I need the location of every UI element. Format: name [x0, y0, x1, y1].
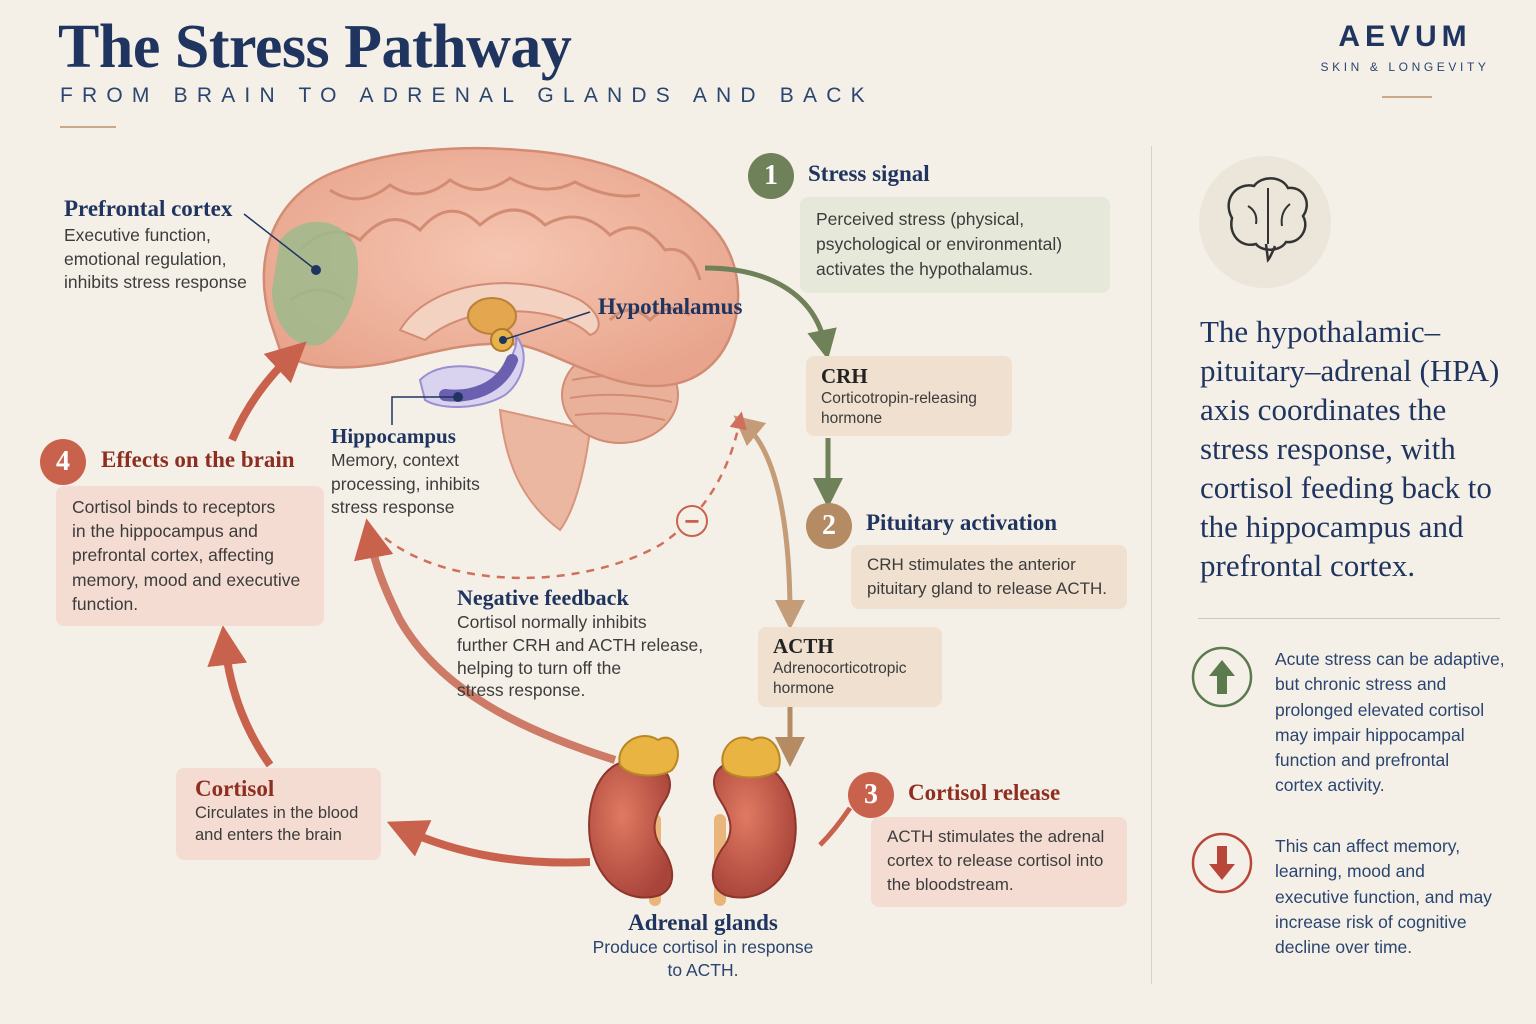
hippocampus-title: Hippocampus: [331, 424, 456, 448]
negative-feedback-symbol: [676, 505, 708, 537]
note-chronic-stress: Acute stress can be adaptive, but chroni…: [1275, 649, 1505, 796]
brain-icon: [1199, 156, 1331, 288]
adrenal-label: Adrenal glands Produce cortisol in respo…: [563, 910, 843, 982]
step-3-badge: 3: [848, 772, 894, 818]
brand-rule: [1382, 96, 1432, 98]
negative-feedback-description: Cortisol normally inhibits further CRH a…: [457, 612, 704, 701]
hippocampus-label: Hippocampus Memory, context processing, …: [331, 424, 480, 520]
crh-title: CRH: [821, 364, 868, 388]
brain-illustration: [262, 146, 740, 408]
hpa-summary: The hypothalamic–pituitary–adrenal (HPA)…: [1200, 314, 1500, 583]
leader-lines: [243, 213, 591, 425]
adrenal-glands-illustration: [588, 735, 797, 906]
step-2-description: CRH stimulates the anterior pituitary gl…: [851, 545, 1127, 609]
step-3-title: Cortisol release: [908, 780, 1061, 805]
step-2-badge: 2: [806, 503, 852, 549]
sidebar-rule: [1198, 618, 1500, 619]
acth-title: ACTH: [773, 634, 834, 658]
crh-box: CRH Corticotropin-releasing hormone: [806, 356, 1012, 436]
negative-feedback-label: Negative feedback Cortisol normally inhi…: [457, 585, 703, 702]
pathway-arrows: [207, 265, 853, 867]
step-4-badge: 4: [40, 439, 86, 485]
step-3-description: ACTH stimulates the adrenal cortex to re…: [871, 817, 1127, 907]
prefrontal-label: Prefrontal cortex Executive function, em…: [64, 196, 247, 295]
step-1-title: Stress signal: [808, 161, 930, 186]
acth-description: Adrenocorticotropic hormone: [773, 660, 907, 697]
step-4-title: Effects on the brain: [101, 447, 295, 472]
brand-name: AEVUM: [1338, 20, 1472, 53]
step-1-badge: 1: [748, 153, 794, 199]
note-cognitive-effects: This can affect memory, learning, mood a…: [1275, 836, 1492, 958]
brain-stem: [498, 408, 592, 532]
page-title: The Stress Pathway: [58, 13, 572, 81]
sidebar-divider: [1151, 146, 1152, 984]
title-rule: [60, 126, 116, 128]
hippocampus-description: Memory, context processing, inhibits str…: [331, 450, 480, 517]
prefrontal-description: Executive function, emotional regulation…: [64, 225, 247, 292]
acth-box: ACTH Adrenocorticotropic hormone: [758, 627, 942, 707]
crh-description: Corticotropin-releasing hormone: [821, 390, 977, 427]
step-2-title: Pituitary activation: [866, 510, 1057, 535]
prefrontal-title: Prefrontal cortex: [64, 196, 233, 221]
step-4-description: Cortisol binds to receptors in the hippo…: [56, 486, 324, 626]
feedback-minus-sign: −: [684, 506, 700, 536]
page-subtitle: FROM BRAIN TO ADRENAL GLANDS AND BACK: [60, 84, 874, 107]
cortisol-box: Cortisol Circulates in the blood and ent…: [176, 768, 381, 860]
arrow-up-icon: [1191, 646, 1253, 708]
adrenal-title: Adrenal glands: [628, 910, 778, 935]
negative-feedback-title: Negative feedback: [457, 585, 629, 610]
adrenal-description: Produce cortisol in response to ACTH.: [592, 937, 814, 980]
cortisol-description: Circulates in the blood and enters the b…: [195, 804, 359, 844]
cortisol-title: Cortisol: [195, 776, 275, 801]
hypothalamus-label: Hypothalamus: [598, 294, 743, 319]
brand-tagline: SKIN & LONGEVITY: [1320, 60, 1490, 74]
arrow-down-icon: [1191, 832, 1253, 894]
step-1-description: Perceived stress (physical, psychologica…: [800, 197, 1110, 293]
